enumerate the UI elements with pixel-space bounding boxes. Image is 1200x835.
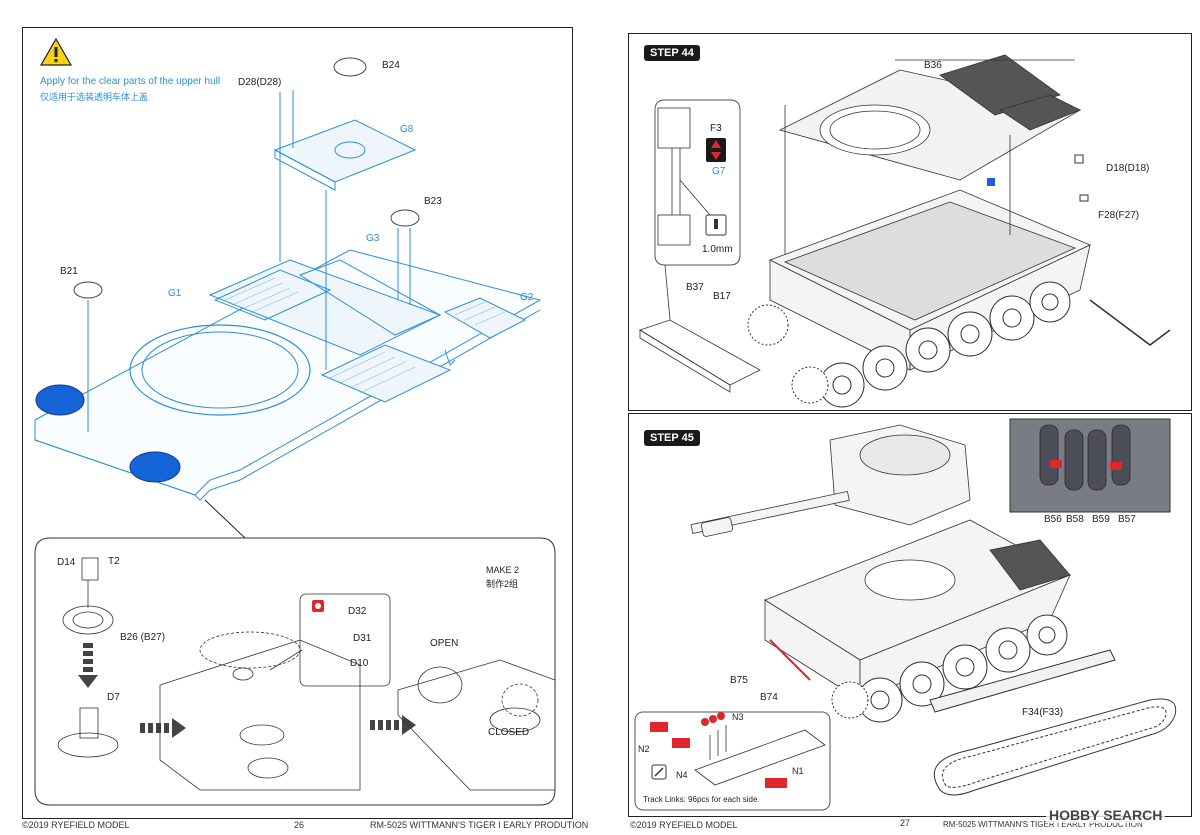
step44-diagram <box>639 54 1171 408</box>
part-b21: B21 <box>60 266 78 277</box>
left-footer-product: RM-5025 WITTMANN'S TIGER I EARLY PRODUTI… <box>370 820 589 830</box>
step45-b74: B74 <box>760 692 778 703</box>
detail-b26: B26 (B27) <box>120 632 166 643</box>
part-g8: G8 <box>400 124 414 135</box>
warning-note-cn: 仅适用于选装透明车体上盖 <box>40 92 149 102</box>
detail-d10: D10 <box>350 658 369 669</box>
step45-n4: N4 <box>676 770 688 780</box>
step45-frame <box>628 413 1192 817</box>
detail-make2: MAKE 2 <box>486 565 520 575</box>
detail-d7: D7 <box>107 692 120 703</box>
part-g2: G2 <box>520 292 534 303</box>
step45-b59: B59 <box>1092 514 1110 525</box>
step44-g7: G7 <box>712 166 726 177</box>
detail-d14: D14 <box>57 557 76 568</box>
left-page: Apply for the clear parts of the upper h… <box>0 0 590 835</box>
warning-icon <box>39 37 73 66</box>
warning-note: Apply for the clear parts of the upper h… <box>40 76 221 87</box>
left-footer-page-number: 26 <box>294 820 305 830</box>
part-g3: G3 <box>366 233 380 244</box>
detail-callout-box <box>34 537 556 806</box>
detail-d32: D32 <box>348 606 367 617</box>
step45-n1: N1 <box>792 766 804 776</box>
right-page: STEP 44 STEP 45 <box>610 0 1200 835</box>
part-b24: B24 <box>382 60 400 71</box>
step45-b57: B57 <box>1118 514 1136 525</box>
right-footer-product: RM-5025 WITTMANN'S TIGER I EARLY PRODUCT… <box>943 820 1143 829</box>
right-footer-page-number: 27 <box>900 818 911 828</box>
hobby-search-watermark: HOBBY SEARCH <box>1046 807 1166 823</box>
left-footer-copyright: ©2019 RYEFIELD MODEL <box>22 820 130 830</box>
step44-size: 1.0mm <box>702 244 733 255</box>
upper-hull-diagram <box>34 57 542 539</box>
step44-b36: B36 <box>924 60 942 71</box>
step44-b37: B37 <box>686 282 704 293</box>
blue-hatch-right <box>129 451 181 483</box>
step45-b56: B56 <box>1044 514 1062 525</box>
step45-n3: N3 <box>732 712 744 722</box>
detail-d31: D31 <box>353 633 372 644</box>
part-g1: G1 <box>168 288 182 299</box>
blue-hatch-left <box>35 384 85 416</box>
left-page-frame <box>22 27 573 819</box>
step45-b58: B58 <box>1066 514 1084 525</box>
detail-closed: CLOSED <box>488 727 530 738</box>
step44-title: STEP 44 <box>644 45 700 61</box>
part-b23: B23 <box>424 196 442 207</box>
step45-b75: B75 <box>730 675 748 686</box>
right-footer-copyright: ©2019 RYEFIELD MODEL <box>630 820 738 830</box>
step45-diagram <box>634 418 1177 811</box>
detail-make2-cn: 制作2组 <box>486 579 519 589</box>
step44-f28: F28(F27) <box>1098 210 1140 221</box>
step44-frame <box>628 33 1192 411</box>
detail-t2: T2 <box>108 556 120 567</box>
step44-f3: F3 <box>710 123 722 134</box>
step45-n2: N2 <box>638 744 650 754</box>
step45-track-note: Track Links: 96pcs for each side. <box>643 795 760 804</box>
step44-d18: D18(D18) <box>1106 163 1150 174</box>
step44-b17: B17 <box>713 291 731 302</box>
part-d28: D28(D28) <box>238 77 282 88</box>
step45-title: STEP 45 <box>644 430 700 446</box>
step45-f34: F34(F33) <box>1022 707 1064 718</box>
detail-open: OPEN <box>430 638 459 649</box>
